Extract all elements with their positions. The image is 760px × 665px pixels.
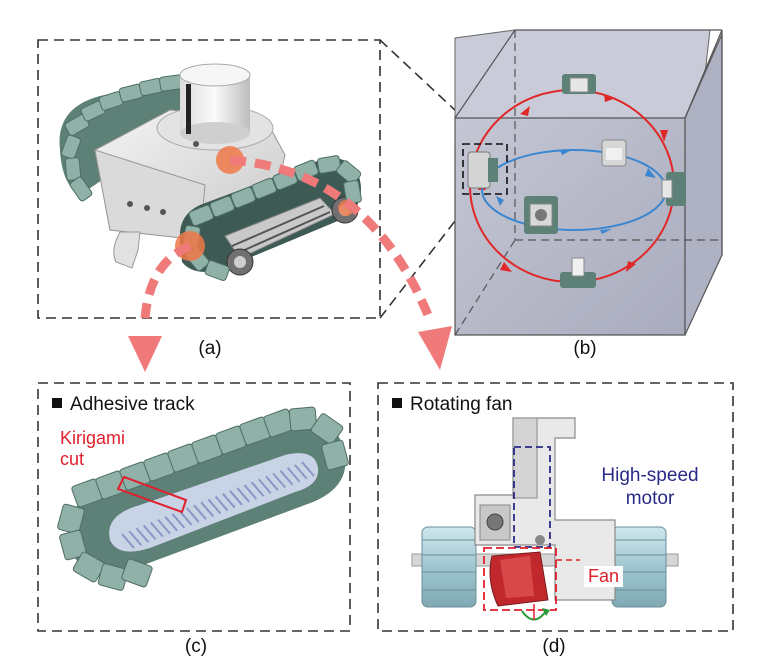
panel-b	[454, 29, 723, 336]
track-rib	[121, 533, 135, 549]
track-rib	[135, 527, 150, 543]
track-rib	[250, 481, 265, 497]
kirigami-cut-highlight	[116, 475, 188, 514]
panel-a	[37, 39, 381, 319]
arrow-to-panel-d	[229, 155, 452, 370]
track-rib	[150, 521, 164, 538]
panel-c-heading-bullet	[52, 398, 62, 408]
track-rib	[286, 467, 301, 483]
track-rib	[222, 493, 236, 509]
zoom-line-top	[379, 39, 458, 113]
track-rib	[279, 469, 294, 486]
kirigami-cut-label: Kirigami cut	[60, 428, 126, 469]
track-rib	[164, 516, 178, 532]
panel-d	[377, 382, 734, 632]
track-rib	[178, 510, 193, 526]
panel-a-frame	[37, 39, 381, 319]
track-rib	[200, 501, 214, 517]
panel-d-frame	[377, 382, 734, 632]
high-speed-motor-label: High-speed motor	[601, 465, 699, 509]
caption-d: (d)	[542, 636, 566, 657]
motor-highlight	[513, 446, 551, 548]
track-rib	[142, 524, 157, 541]
panel-c	[37, 382, 351, 632]
mini-robot-bottom	[560, 257, 596, 288]
track-rib	[171, 513, 186, 529]
track-rib	[258, 478, 272, 494]
track-rib	[193, 504, 207, 520]
panel-d-heading-bullet	[392, 398, 402, 408]
track-rib	[214, 495, 229, 512]
mini-robot-left	[467, 151, 498, 189]
track-rib	[301, 461, 315, 477]
track-rib	[265, 475, 279, 492]
arrow-to-panel-c	[128, 241, 192, 372]
track-rib	[236, 487, 250, 503]
zoom-line-bottom	[379, 211, 463, 319]
mini-robot-bottom-left	[524, 196, 558, 234]
robot-front-track	[179, 155, 362, 281]
caption-a: (a)	[198, 338, 222, 359]
caption-b: (b)	[573, 338, 597, 359]
track-rib	[186, 507, 200, 523]
track-rib	[157, 518, 171, 535]
track-rib	[207, 498, 222, 515]
fan-label: Fan	[584, 566, 624, 587]
robot-hook	[113, 231, 141, 269]
wheel-left	[421, 526, 477, 608]
mini-robot-top	[562, 74, 596, 94]
track-rib	[229, 490, 243, 506]
track-rib	[128, 530, 142, 546]
mini-robot-right	[661, 172, 686, 206]
adhesive-track	[57, 406, 349, 591]
panel-d-heading: Rotating fan	[392, 394, 512, 416]
track-rib	[272, 472, 286, 489]
track-rib	[243, 484, 258, 500]
mini-robot-center	[601, 139, 627, 167]
track-rib	[294, 464, 308, 480]
caption-c: (c)	[184, 636, 208, 657]
fan-highlight	[483, 547, 557, 611]
panel-d-heading-text: Rotating fan	[410, 394, 513, 415]
panel-c-heading-text: Adhesive track	[70, 394, 195, 415]
panel-c-heading: Adhesive track	[52, 394, 195, 416]
mini-robot-left-highlight	[462, 143, 508, 195]
panel-c-frame	[37, 382, 351, 632]
fan-housing	[474, 417, 616, 601]
